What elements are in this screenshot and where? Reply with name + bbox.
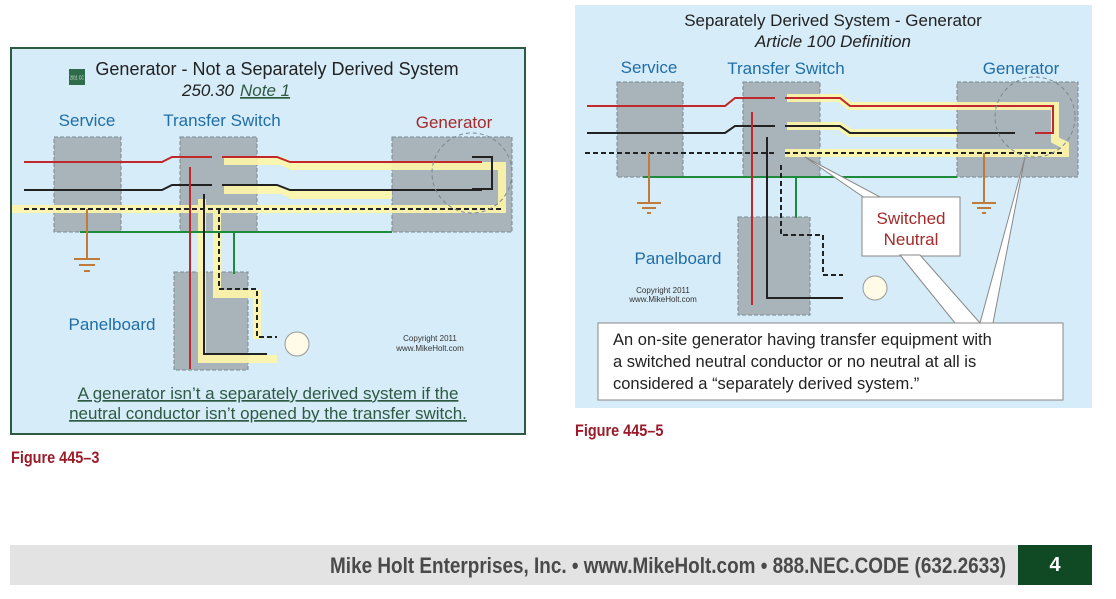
cc-badge-text: 2011 CC xyxy=(70,76,84,82)
generator-winding-icon xyxy=(431,132,513,214)
generator-box xyxy=(391,136,513,233)
definition-box xyxy=(597,322,1064,401)
copyright-text: Copyright 2011 xyxy=(636,286,690,295)
diagram-note-line: A generator isn’t a separately derived s… xyxy=(78,384,459,403)
panelboard-box xyxy=(737,216,811,316)
ground-icon xyxy=(637,153,661,214)
diagram-title: Separately Derived System - Generator xyxy=(684,11,982,30)
ground-icon xyxy=(972,153,996,214)
label-transfer-switch: Transfer Switch xyxy=(163,111,280,130)
label-generator: Generator xyxy=(416,113,493,132)
copyright-text: Copyright 2011 xyxy=(403,334,457,343)
callout-text: Neutral xyxy=(884,230,939,249)
footer-text: Mike Holt Enterprises, Inc. • www.MikeHo… xyxy=(329,553,1006,578)
page-number: 4 xyxy=(1018,545,1092,585)
diagram-generator-not-sds: 2011 CC Generator - Not a Separately Der… xyxy=(12,59,513,423)
figure-caption: Figure 445–5 xyxy=(575,421,664,440)
cc-badge-icon xyxy=(69,69,85,85)
copyright-url: www.MikeHolt.com xyxy=(628,295,697,304)
definition-line: considered a “separately derived system.… xyxy=(613,375,919,393)
label-panelboard: Panelboard xyxy=(635,249,722,268)
switched-neutral-callout xyxy=(861,196,961,257)
diagram-note-line: neutral conductor isn’t opened by the tr… xyxy=(69,404,467,423)
label-transfer-switch: Transfer Switch xyxy=(727,59,844,78)
ground-icon xyxy=(74,209,100,272)
definition-line: An on-site generator having transfer equ… xyxy=(613,331,992,349)
callout-text: Switched xyxy=(877,209,946,228)
label-generator: Generator xyxy=(983,59,1060,78)
generator-box xyxy=(956,81,1079,178)
figure-caption: Figure 445–3 xyxy=(11,448,100,467)
light-bulb-icon xyxy=(284,331,310,357)
diagram-subtitle: Article 100 Definition xyxy=(754,32,911,51)
diagram-subtitle: 250.30 xyxy=(181,81,235,100)
definition-line: a switched neutral conductor or no neutr… xyxy=(613,353,976,371)
figure-445-5: Separately Derived System - Generator Ar… xyxy=(575,5,1092,408)
diagram-title: Generator - Not a Separately Derived Sys… xyxy=(95,59,458,79)
label-service: Service xyxy=(59,111,116,130)
generator-winding-icon xyxy=(994,76,1076,158)
copyright-url: www.MikeHolt.com xyxy=(395,344,464,353)
figure-445-3: 2011 CC Generator - Not a Separately Der… xyxy=(10,47,526,435)
label-panelboard: Panelboard xyxy=(69,315,156,334)
label-service: Service xyxy=(621,58,678,77)
note-link[interactable]: Note 1 xyxy=(240,81,290,100)
page-footer: Mike Holt Enterprises, Inc. • www.MikeHo… xyxy=(10,545,1018,585)
diagram-sds-generator: Separately Derived System - Generator Ar… xyxy=(585,11,1079,401)
light-bulb-icon xyxy=(862,275,888,301)
